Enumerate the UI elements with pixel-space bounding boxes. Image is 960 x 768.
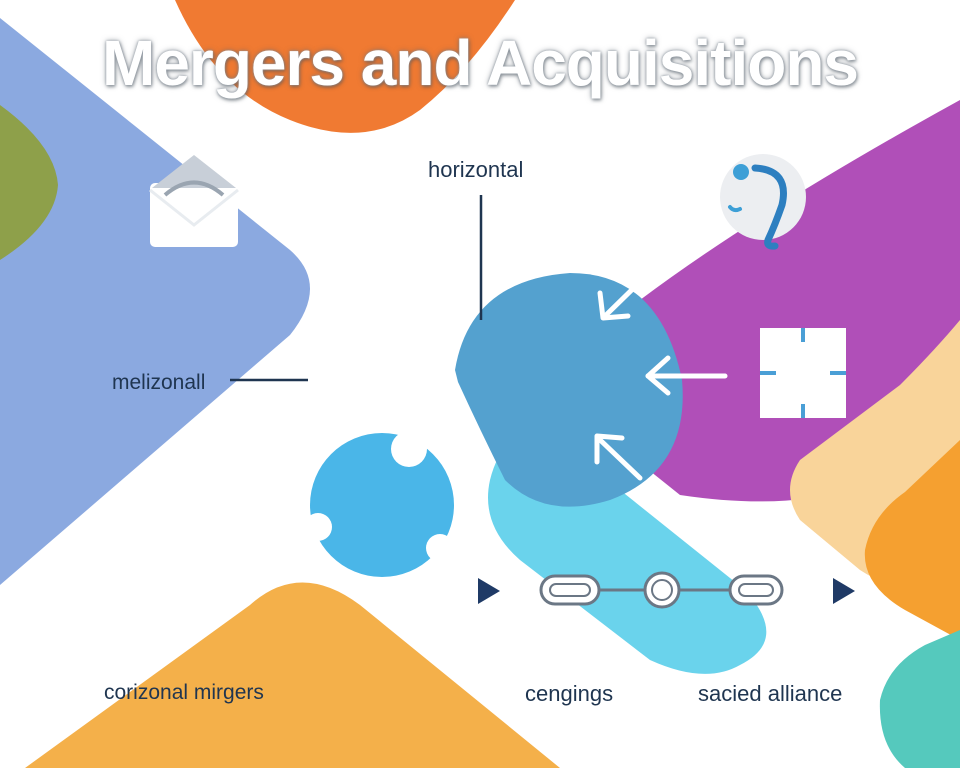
label-sacied-alliance: sacied alliance: [698, 681, 843, 706]
diagram-title: Mergers and Acquisitions: [102, 27, 859, 99]
orange-bottom-shape: [25, 582, 560, 768]
label-cengings: cengings: [525, 681, 614, 706]
label-melizonall: melizonall: [112, 371, 206, 394]
play-triangle-right-icon: [833, 578, 855, 604]
arrow-upper-icon: [597, 274, 648, 321]
central-blue-circle: [455, 273, 683, 507]
orange-top-shape: [175, 0, 515, 133]
play-triangle-left-icon: [478, 578, 500, 604]
arrow-lower-icon: [594, 433, 643, 481]
blue-background-shape: [0, 18, 310, 585]
puzzle-piece-icon: [304, 431, 454, 577]
arrow-middle-icon: [645, 355, 728, 396]
question-orb-icon: [720, 154, 806, 250]
envelope-icon: [149, 155, 239, 247]
corner-frame-icon: [760, 328, 846, 418]
olive-background-shape: [0, 105, 58, 260]
orange-right-shape: [864, 440, 960, 640]
teal-background-shape: [879, 630, 960, 768]
chain-link-icon: [539, 571, 784, 609]
label-corizonal-mirgers: corizonal mirgers: [104, 681, 264, 704]
label-horizontal: horizontal: [428, 157, 524, 182]
